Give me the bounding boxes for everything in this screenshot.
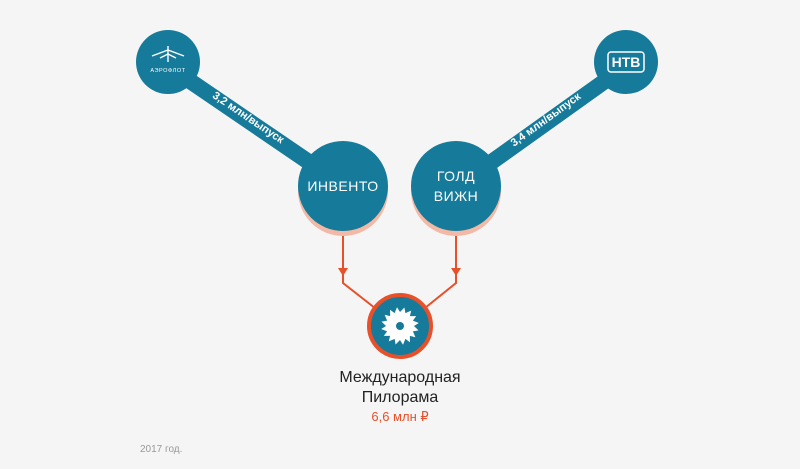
- invento-node: [298, 141, 388, 231]
- flow-label-ntv: 3,4 млн/выпуск: [509, 90, 584, 149]
- sawmill-title-line2: Пилорама: [361, 389, 439, 406]
- goldvision-label: ГОЛД ВИЖН: [411, 166, 501, 206]
- goldvision-label-line2: ВИЖН: [433, 188, 479, 204]
- arrow-down-icon: [451, 268, 461, 276]
- sawmill-title-line1: Международная: [339, 369, 461, 386]
- year-footnote: 2017 год.: [140, 444, 183, 455]
- flow-label-aeroflot: 3,2 млн/выпуск: [210, 90, 286, 147]
- aeroflot-logo-text: АЭРОФЛОТ: [150, 68, 185, 74]
- ntv-node: [594, 30, 658, 94]
- goldvision-sawmill-connector: [419, 232, 457, 313]
- invento-label: ИНВЕНТО: [307, 178, 379, 194]
- ntv-logo-text: НТВ: [612, 54, 641, 70]
- sawmill-amount: 6,6 млн ₽: [371, 409, 429, 424]
- ntv-logo-icon: [607, 51, 645, 73]
- sawmill-title: Международная Пилорама: [300, 368, 500, 408]
- goldvision-label-line1: ГОЛД: [436, 168, 476, 184]
- saw-blade-icon: [381, 307, 419, 345]
- aeroflot-logo-icon: [151, 46, 185, 62]
- invento-sawmill-connector: [342, 232, 381, 313]
- goldvision-node: [411, 141, 501, 231]
- arrow-down-icon: [338, 268, 348, 276]
